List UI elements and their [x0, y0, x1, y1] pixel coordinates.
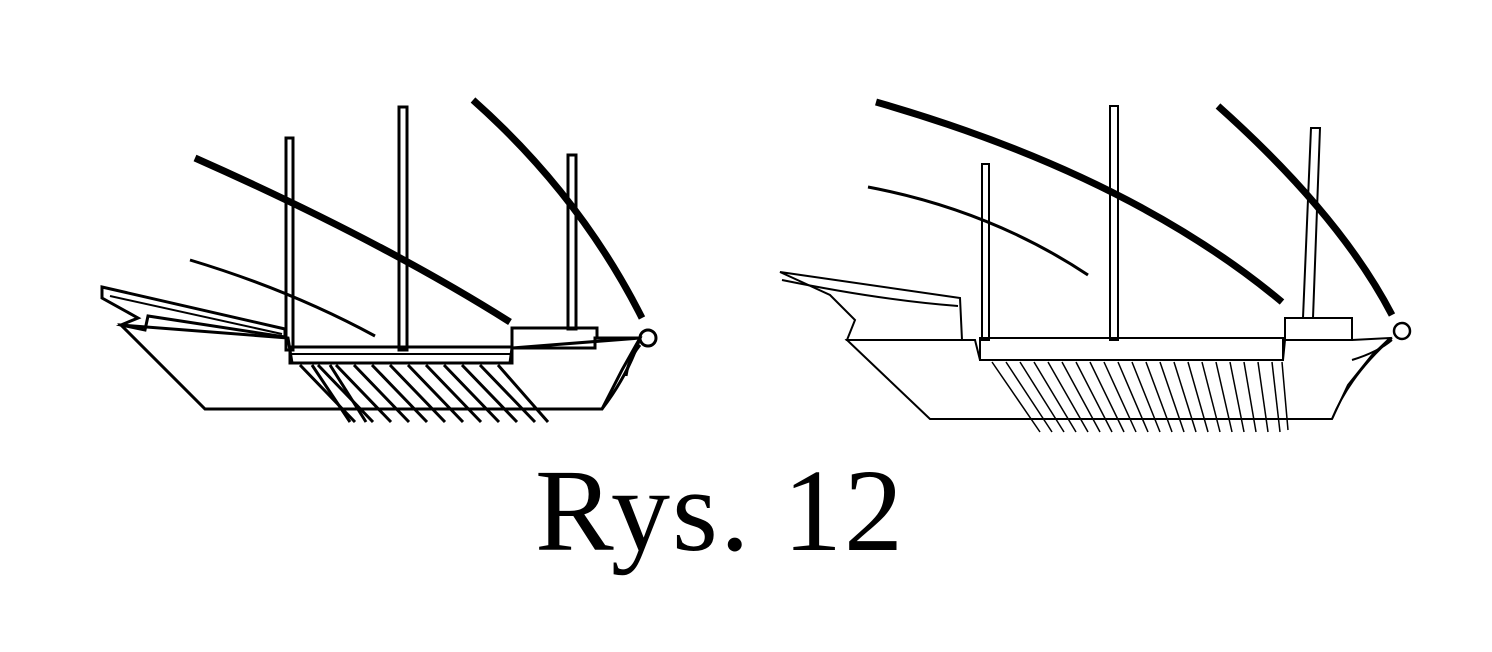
ship-right: [779, 98, 1412, 433]
ship-left-fore-yard: [470, 97, 646, 320]
ship-left-stem: [600, 337, 642, 410]
ship-right-fore-mast: [1301, 127, 1322, 319]
ship-left-oars: [298, 363, 550, 424]
ship-left: [100, 97, 658, 424]
ship-right-forecastle: [1284, 317, 1353, 341]
ship-left-main-mast: [397, 105, 409, 352]
figure-caption: Rys. 12: [535, 445, 905, 576]
ship-right-stern-deck: [779, 271, 964, 341]
ship-right-main-yard: [875, 98, 1285, 305]
ship-left-fore-mast: [566, 153, 578, 331]
ship-right-stem: [1331, 337, 1393, 420]
ship-left-main-yard: [193, 154, 512, 325]
ship-left-hull: [117, 323, 643, 411]
ship-right-figurehead: [1392, 321, 1412, 341]
ship-left-figurehead: [638, 328, 658, 348]
ship-left-forecastle: [510, 326, 641, 350]
ship-right-mizzen-mast: [981, 163, 990, 341]
ship-left-mizzen-mast: [284, 136, 295, 352]
ship-left-mizzen-yard: [189, 258, 376, 338]
ship-right-fore-yard: [1215, 103, 1396, 317]
ship-right-hull: [844, 336, 1393, 420]
ship-right-main-mast: [1109, 105, 1119, 341]
ship-left-stern-rail: [109, 295, 283, 335]
ship-right-deck: [979, 337, 1284, 361]
ship-right-mizzen-yard: [867, 185, 1089, 277]
ship-right-oars: [991, 361, 1289, 433]
